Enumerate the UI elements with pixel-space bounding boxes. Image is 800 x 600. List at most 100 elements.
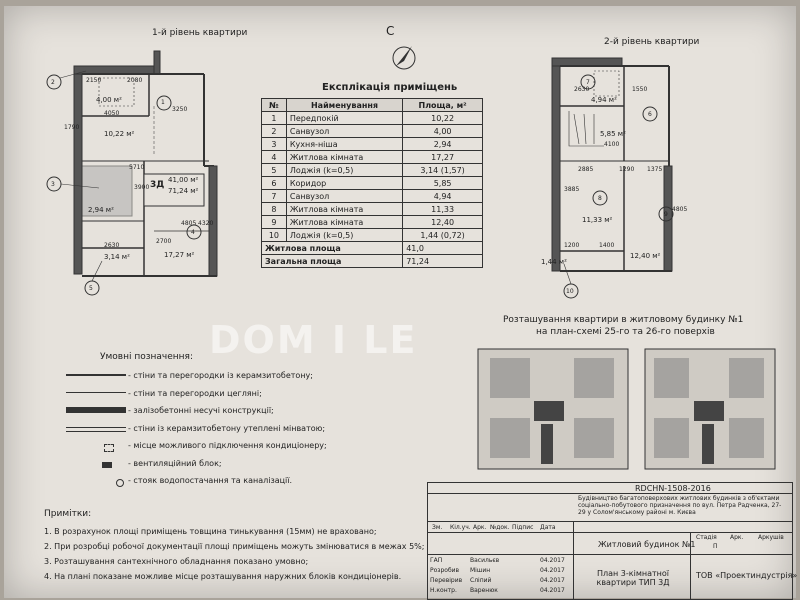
table-cell: 12,40 (402, 215, 483, 229)
staff-date: 04.2017 (540, 567, 565, 574)
table-cell: Лоджія (k=0,5) (285, 163, 404, 177)
dimension: 1200 (564, 242, 580, 249)
dimension: 2885 (578, 166, 594, 173)
room-number: 5 (89, 285, 93, 292)
dimension: 4805 (672, 206, 688, 213)
legend-title: Умовні позначення: (100, 352, 193, 362)
watermark-logo: DOM I LE (209, 318, 418, 362)
room-number: 1 (161, 99, 165, 106)
table-cell: 1 (261, 111, 287, 125)
dimension: 1375 (647, 166, 663, 173)
table-cell: 10,22 (402, 111, 483, 125)
room-area: 2,94 м² (88, 206, 114, 214)
floor-scheme-26 (644, 348, 776, 470)
legend-item: - стіни та перегородки із керамзитобетон… (128, 371, 313, 380)
staff-date: 04.2017 (540, 577, 565, 584)
table-cell: 7 (261, 189, 287, 203)
legend-item: - залізобетонні несучі конструкції; (128, 406, 274, 415)
table-cell: 6 (261, 176, 287, 190)
room-number: 9 (664, 211, 668, 218)
legend-item: - стояк водопостачання та каналізації. (128, 476, 293, 485)
room-number: 8 (598, 195, 602, 202)
document-code: RDCHN-1508-2016 (635, 484, 711, 493)
column-header: Найменування (285, 98, 404, 112)
table-cell: 4,00 (402, 124, 483, 138)
room-number: 6 (648, 111, 652, 118)
table-cell: 1,44 (0,72) (402, 228, 483, 242)
table-cell: 4,94 (402, 189, 483, 203)
table-cell: Санвузол (285, 189, 404, 203)
table-cell: 11,33 (402, 202, 483, 216)
room-area: 12,40 м² (630, 252, 661, 260)
table-row: Загальна площа 71,24 (260, 254, 483, 268)
room-number: 2 (51, 79, 55, 86)
floor-plans (46, 46, 776, 470)
table-cell: 17,27 (402, 150, 483, 164)
staff-date: 04.2017 (540, 557, 565, 564)
table-cell: 4 (261, 150, 287, 164)
living-area-label: Житлова площа (260, 241, 404, 255)
dimension: 3250 (172, 106, 188, 113)
dimension: 3885 (564, 186, 580, 193)
staff-date: 04.2017 (540, 587, 565, 594)
dimension: 2630 (574, 86, 590, 93)
placement-line-1: Розташування квартири в житловому будинк… (503, 315, 744, 325)
dimension: 1400 (599, 242, 615, 249)
table-cell: 10 (261, 228, 287, 242)
company-name: ТОВ «Проектиндустрія» (696, 571, 798, 580)
plan-title: План 3-кімнатної квартири ТИП 3Д (596, 569, 670, 587)
table-cell: Кухня-ніша (285, 137, 404, 151)
room-area: 5,85 м² (600, 130, 626, 138)
legend-swatch (66, 407, 126, 413)
legend-swatch (66, 391, 126, 393)
table-cell: Лоджія (k=0,5) (285, 228, 404, 242)
column-header: Площа, м² (402, 98, 483, 112)
drawing-sheet: 1-й рівень квартири 2-й рівень квартири … (4, 6, 797, 600)
staff-name: Васильєв (470, 557, 500, 564)
dimension: 2630 (104, 242, 120, 249)
legend-swatch (102, 461, 112, 468)
plan-level-2 (551, 57, 674, 299)
building-name: Житловий будинок №1 (598, 540, 696, 549)
room-number: 4 (191, 229, 195, 236)
table-cell: Коридор (285, 176, 404, 190)
dimension: 4050 (104, 110, 120, 117)
table-cell: 5 (261, 163, 287, 177)
total-area-label: Загальна площа (260, 254, 404, 268)
title-block: RDCHN-1508-2016 Будівництво багатоповерх… (427, 482, 797, 600)
dimension: 4100 (604, 141, 620, 148)
dimension: 2700 (156, 238, 172, 245)
room-area: 4,94 м² (591, 96, 617, 104)
level2-label: 2-й рівень квартири (604, 37, 700, 47)
notes-title: Примітки: (44, 509, 92, 519)
legend-swatch (66, 426, 126, 432)
project-title: Будівництво багатоповерхових житлових бу… (578, 495, 782, 516)
table-cell: 2 (261, 124, 287, 138)
dimension: 3900 (134, 184, 150, 191)
legend-item: - стіни та перегородки цегляні; (128, 388, 262, 398)
table-cell: 5,85 (402, 176, 483, 190)
floor-scheme-25 (477, 348, 629, 470)
legend-swatch (104, 444, 114, 452)
compass-letter: С (386, 24, 395, 38)
plan-level-1 (46, 50, 218, 296)
table-cell: 3 (261, 137, 287, 151)
room-area: 17,27 м² (164, 251, 195, 259)
legend-swatch (66, 374, 126, 376)
room-area: 11,33 м² (582, 216, 613, 224)
title-block-column-header: Дата (540, 524, 556, 531)
title-block-column-header: Кіл.уч. (450, 524, 471, 531)
column-header: № (261, 98, 287, 112)
legend-swatch (116, 479, 124, 487)
table-cell: 2,94 (402, 137, 483, 151)
table-cell: Житлова кімната (285, 202, 404, 216)
dimension: 2080 (127, 77, 143, 84)
room-area: 10,22 м² (104, 130, 135, 138)
